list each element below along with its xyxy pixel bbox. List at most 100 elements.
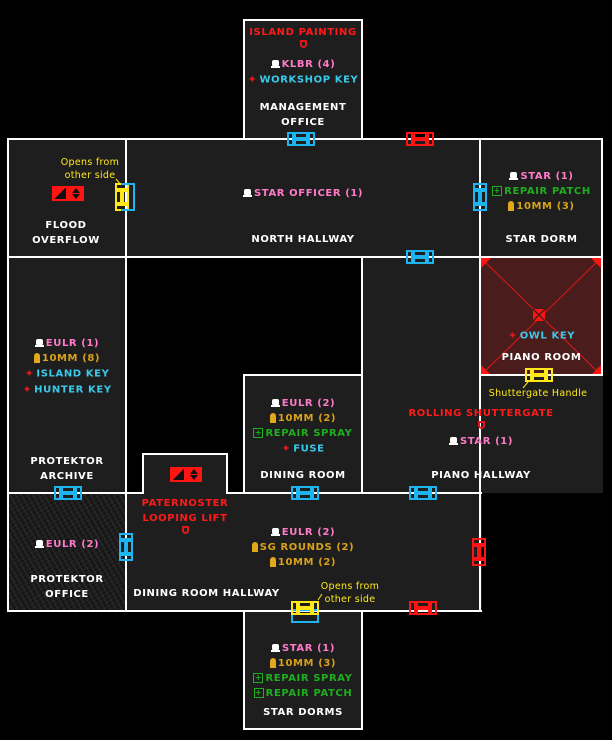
room-label: DINING ROOM HALLWAY bbox=[133, 588, 280, 599]
room-label: NORTH HALLWAY bbox=[251, 234, 355, 245]
bullet-icon bbox=[269, 413, 276, 423]
skull-icon bbox=[270, 398, 280, 408]
item-ammo[interactable]: SG ROUNDS (2) bbox=[243, 540, 363, 555]
item-enemy: STAR (1) bbox=[480, 169, 603, 184]
bullet-icon bbox=[33, 353, 40, 363]
room-label: MANAGEMENT OFFICE bbox=[259, 102, 347, 128]
room-star-dorms bbox=[243, 610, 363, 730]
item-key[interactable]: ✦WORKSHOP KEY bbox=[247, 73, 359, 86]
room-north-hallway bbox=[125, 138, 482, 258]
item-heal[interactable]: +REPAIR SPRAY bbox=[253, 673, 353, 684]
skull-icon bbox=[270, 59, 280, 69]
item-ammo[interactable]: 10MM (2) bbox=[243, 411, 363, 426]
corner-marker bbox=[481, 365, 491, 375]
item-ammo[interactable]: 10MM (3) bbox=[243, 656, 363, 671]
door-north-hallway-piano-hallway[interactable] bbox=[406, 250, 434, 264]
room-dining-room-hallway bbox=[125, 492, 482, 612]
item-ammo[interactable]: 10MM (3) bbox=[480, 199, 603, 214]
wall bbox=[243, 19, 245, 139]
item-enemy: EULR (2) bbox=[243, 396, 363, 411]
poi-island-painting[interactable]: ISLAND PAINTING bbox=[249, 27, 357, 38]
item-list: KLBR (4) ✦WORKSHOP KEY bbox=[243, 57, 363, 88]
poi-paternoster-looping-lift[interactable]: PATERNOSTER LOOPING LIFT bbox=[141, 498, 229, 524]
room-label: DINING ROOM bbox=[260, 470, 346, 481]
wall bbox=[243, 374, 363, 376]
door-flood-overflow-north-hallway[interactable] bbox=[121, 183, 135, 211]
item-key[interactable]: ✦ISLAND KEY bbox=[24, 367, 110, 380]
corner-marker bbox=[591, 365, 601, 375]
item-heal[interactable]: +REPAIR SPRAY bbox=[253, 428, 353, 439]
skull-icon bbox=[448, 436, 458, 446]
wall bbox=[7, 256, 603, 258]
poi-marker bbox=[243, 38, 363, 53]
key-marker-icon: ✦ bbox=[24, 367, 35, 380]
door-office-dining-hallway[interactable] bbox=[119, 533, 133, 561]
item-list: STAR (1) +REPAIR PATCH 10MM (3) bbox=[480, 169, 603, 214]
wall bbox=[243, 19, 363, 21]
item-list: EULR (2) SG ROUNDS (2) 10MM (2) bbox=[243, 525, 363, 570]
skull-icon bbox=[34, 539, 44, 549]
item-enemy: STAR OFFICER (1) bbox=[243, 186, 363, 201]
shuttergate-handle-door[interactable] bbox=[525, 368, 553, 382]
door-archive-office[interactable] bbox=[54, 486, 82, 500]
item-key[interactable]: ✦OWL KEY bbox=[507, 329, 576, 342]
poi-marker bbox=[125, 524, 245, 539]
corner-marker bbox=[481, 258, 491, 268]
note-shuttergate-handle: Shuttergate Handle bbox=[488, 388, 588, 399]
skull-icon bbox=[270, 527, 280, 537]
wall bbox=[125, 138, 127, 612]
lift-icon[interactable] bbox=[170, 467, 202, 482]
wall bbox=[243, 374, 245, 494]
bullet-icon bbox=[269, 557, 276, 567]
locked-door-dining-hallway-south[interactable] bbox=[409, 601, 437, 615]
skull-icon bbox=[34, 338, 44, 348]
item-enemy: STAR (1) bbox=[361, 434, 601, 449]
item-list: EULR (1) 10MM (8) ✦ISLAND KEY ✦HUNTER KE… bbox=[7, 336, 127, 397]
room-label: STAR DORMS bbox=[263, 707, 343, 718]
bullet-icon bbox=[251, 542, 258, 552]
item-list: EULR (2) 10MM (2) +REPAIR SPRAY ✦FUSE bbox=[243, 396, 363, 457]
door-dining-hallway-star-dorms[interactable] bbox=[291, 609, 319, 623]
key-marker-icon: ✦ bbox=[247, 73, 258, 86]
key-marker-icon: ✦ bbox=[507, 329, 518, 342]
wall bbox=[142, 453, 228, 455]
wall bbox=[243, 610, 245, 730]
shield-marker-icon bbox=[299, 40, 307, 48]
wall bbox=[243, 728, 363, 730]
wall bbox=[226, 453, 228, 494]
locked-door-north-hallway-top[interactable] bbox=[406, 132, 434, 146]
item-ammo[interactable]: 10MM (2) bbox=[243, 555, 363, 570]
room-label: PIANO ROOM bbox=[501, 352, 582, 363]
plus-icon: + bbox=[253, 428, 264, 438]
bullet-icon bbox=[508, 201, 515, 211]
item-key[interactable]: ✦HUNTER KEY bbox=[22, 382, 112, 396]
room-label: STAR DORM bbox=[505, 234, 578, 245]
poi-rolling-shuttergate[interactable]: ROLLING SHUTTERGATE bbox=[408, 408, 554, 419]
item-heal[interactable]: +REPAIR PATCH bbox=[492, 186, 591, 197]
key-marker-icon: ✦ bbox=[22, 382, 33, 396]
item-enemy: EULR (2) bbox=[243, 525, 363, 540]
item-key[interactable]: ✦FUSE bbox=[281, 442, 325, 455]
item-heal[interactable]: +REPAIR PATCH bbox=[253, 688, 353, 699]
door-piano-hallway-dining-hallway[interactable] bbox=[409, 486, 437, 500]
door-north-hallway-star-dorm[interactable] bbox=[473, 183, 487, 211]
locked-door-dining-hallway-east[interactable] bbox=[472, 538, 486, 566]
wall bbox=[361, 610, 363, 730]
door-management-north-hallway[interactable] bbox=[287, 132, 315, 146]
poi-marker bbox=[361, 419, 601, 434]
one-way-door-star-dorms[interactable] bbox=[291, 601, 319, 615]
item-ammo[interactable]: 10MM (8) bbox=[7, 351, 127, 366]
room-label: FLOOD OVERFLOW bbox=[32, 220, 100, 246]
lift-icon[interactable] bbox=[52, 186, 84, 201]
note-leader-line bbox=[317, 593, 323, 601]
shield-marker-icon bbox=[477, 421, 485, 429]
room-management-office bbox=[243, 19, 363, 141]
note-leader-line bbox=[522, 381, 529, 389]
skull-icon bbox=[243, 188, 252, 198]
plus-icon: + bbox=[492, 186, 503, 196]
door-dining-room-hallway[interactable] bbox=[291, 486, 319, 500]
skull-icon bbox=[270, 643, 280, 653]
wall bbox=[142, 453, 144, 494]
item-enemy: STAR (1) bbox=[243, 641, 363, 656]
